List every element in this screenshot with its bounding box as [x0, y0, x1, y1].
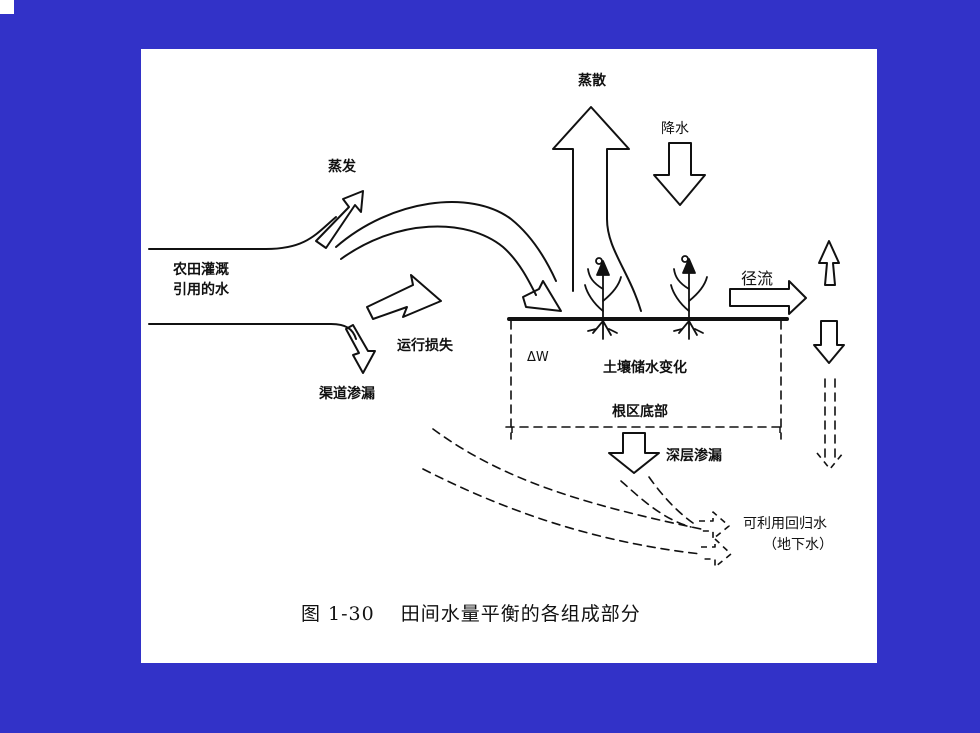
evaporation-label: 蒸发 — [328, 159, 356, 175]
return-water-arrow-upper — [699, 511, 730, 540]
transpiration-label: 蒸散 — [578, 73, 606, 89]
figure-title: 田间水量平衡的各组成部分 — [400, 603, 641, 625]
runoff-label: 径流 — [741, 269, 774, 288]
crop-plant-right — [670, 255, 708, 340]
groundwater-down-dashed-head — [816, 452, 844, 470]
field-flow-band-lower — [340, 225, 537, 296]
deep-percolation-label: 深层渗漏 — [666, 448, 722, 464]
groundwater-label: （地下水） — [763, 537, 833, 553]
return-water-arrow-lower — [701, 538, 732, 568]
transpiration-arrow — [552, 106, 642, 312]
delta-w-label: ΔW — [527, 350, 549, 365]
operational-loss-arrow — [366, 274, 442, 320]
root-zone-bottom-label: 根区底部 — [612, 404, 668, 420]
return-water-label: 可利用回归水 — [743, 516, 827, 532]
precipitation-label: 降水 — [661, 121, 689, 137]
right-up-arrow — [818, 240, 840, 286]
crop-plant-left — [584, 257, 622, 340]
groundwater-path-lower — [422, 468, 702, 555]
irrigation-label-line2: 引用的水 — [173, 282, 229, 298]
field-flow-arrow-head — [522, 280, 562, 312]
field-flow-band-upper — [335, 201, 557, 282]
water-balance-diagram — [148, 106, 845, 568]
soil-storage-change-label: 土壤储水变化 — [603, 360, 687, 376]
deep-percolation-dashed-path — [620, 480, 692, 528]
groundwater-down-dashed — [824, 378, 836, 460]
crop-plants — [584, 255, 708, 340]
figure-caption: 图 1-30 田间水量平衡的各组成部分 — [301, 599, 641, 626]
runoff-arrow — [729, 280, 807, 315]
canal-seepage-label: 渠道渗漏 — [319, 386, 375, 402]
evaporation-arrow — [315, 190, 364, 249]
operational-loss-label: 运行损失 — [397, 338, 453, 354]
deep-percolation-arrow — [608, 432, 660, 474]
diagram-panel: 蒸散 降水 蒸发 农田灌溉 引用的水 径流 运行损失 ΔW 土壤储水变化 渠道渗… — [141, 49, 877, 663]
deep-percolation-dashed-path-2 — [648, 476, 694, 524]
irrigation-channel-top — [148, 216, 337, 250]
groundwater-path-upper — [432, 428, 702, 530]
precipitation-arrow — [653, 142, 706, 206]
right-down-arrow — [813, 320, 845, 364]
irrigation-label-line1: 农田灌溉 — [173, 262, 229, 278]
canal-seepage-arrow — [345, 324, 376, 374]
figure-number: 图 1-30 — [301, 603, 375, 625]
corner-mark — [0, 0, 14, 14]
irrigation-channel-bottom — [148, 323, 357, 340]
